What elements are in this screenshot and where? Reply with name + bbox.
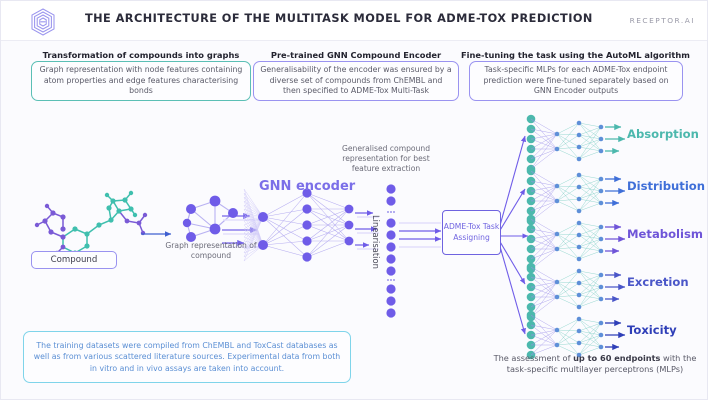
assessment-text-pre: The assessment of — [493, 353, 574, 363]
step-heading-1: Transformation of compounds into graphs — [42, 50, 240, 60]
linearisation-label: Linearisation — [371, 215, 381, 269]
header-bar: THE ARCHITECTURE OF THE MULTITASK MODEL … — [1, 1, 707, 41]
mlp-block-distribution — [526, 166, 626, 226]
step-box-3: Task-specific MLPs for each ADME-Tox end… — [469, 61, 683, 101]
output-label-excretion: Excretion — [627, 275, 689, 289]
brand-label: RECEPTOR.AI — [629, 16, 695, 25]
output-label-metabolism: Metabolism — [627, 227, 703, 241]
arrows-task-to-mlps — [498, 135, 529, 335]
assessment-caption: The assessment of up to 60 endpoints wit… — [491, 353, 699, 376]
output-label-distribution: Distribution — [627, 179, 706, 193]
mlp-block-excretion — [526, 262, 626, 322]
compound-label: Compound — [31, 251, 117, 269]
gnn-encoder-title: GNN encoder — [259, 179, 356, 194]
mlp-block-metabolism — [526, 214, 626, 274]
linearisation-node-column — [386, 184, 396, 318]
output-label-toxicity: Toxicity — [627, 323, 677, 337]
representation-caption: Generalised compound representation for … — [341, 144, 431, 173]
gnn-encoder-network — [243, 188, 354, 262]
arrows-encoder-to-linearisation — [355, 210, 379, 250]
step-heading-3: Fine-tuning the task using the AutoML al… — [461, 50, 690, 60]
training-data-note: The training datasets were compiled from… — [23, 331, 351, 383]
assessment-endpoints-count: up to 60 endpoints — [573, 353, 661, 363]
adme-tox-task-assigning-box: ADME-Tox Task Assigning — [442, 210, 501, 255]
step-heading-2: Pre-trained GNN Compound Encoder — [270, 50, 442, 60]
graph-caption: Graph representation of compound — [165, 241, 257, 260]
page-title: THE ARCHITECTURE OF THE MULTITASK MODEL … — [85, 12, 593, 25]
mlp-block-absorption — [526, 114, 626, 174]
mlp-block-toxicity — [526, 310, 626, 360]
arrows-linearisation-to-task — [399, 222, 442, 248]
step-box-2: Generalisability of the encoder was ensu… — [253, 61, 459, 101]
assessment-text-post: with the task-specific multilayer percep… — [506, 353, 697, 375]
hexagon-fingerprint-logo-icon — [31, 8, 55, 36]
output-label-absorption: Absorption — [627, 127, 699, 141]
step-box-1: Graph representation with node features … — [31, 61, 251, 101]
compound-graph-icon — [182, 195, 238, 242]
